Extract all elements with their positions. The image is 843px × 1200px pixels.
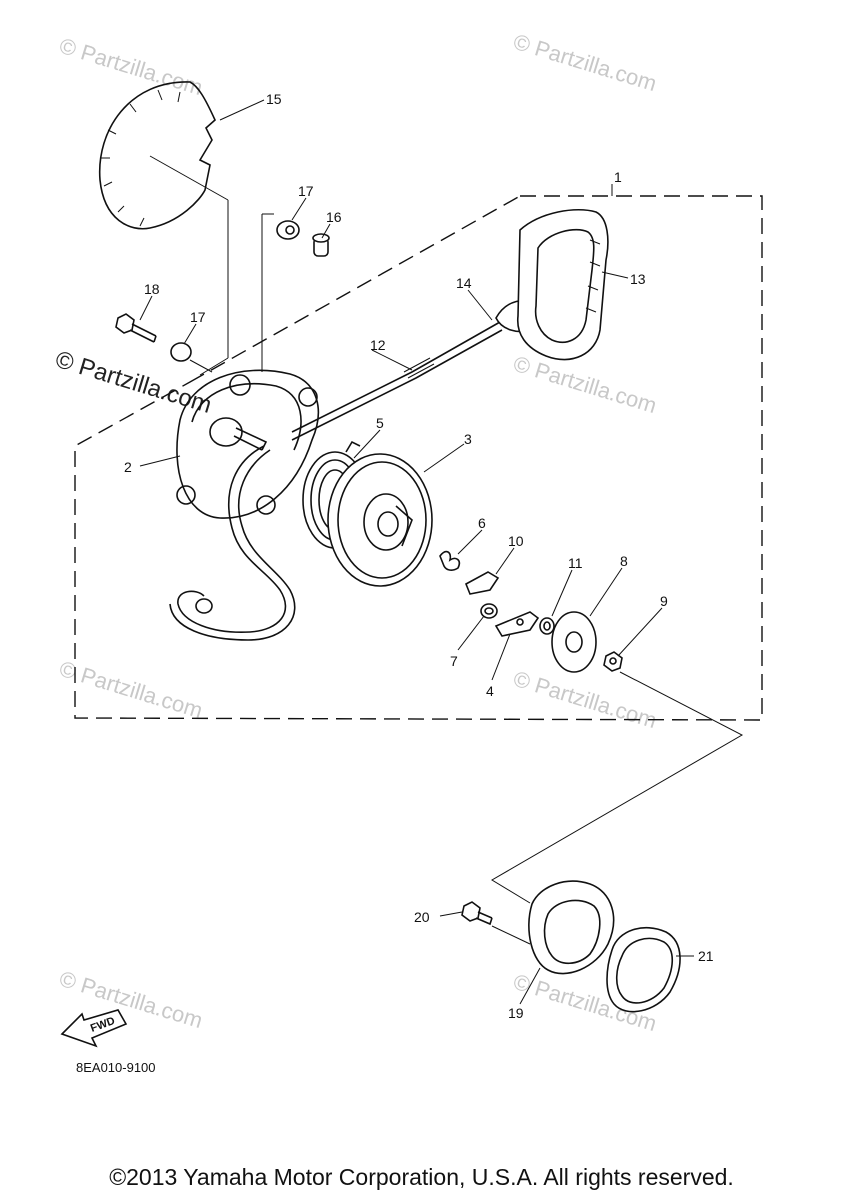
callouts: 1 2 3 4 5 6 7 8 9 10 11 12 13 14 15 16 1… [124,91,714,1021]
callout-10: 10 [508,533,524,549]
callout-12: 12 [370,337,386,353]
callout-15: 15 [266,91,282,107]
callout-5: 5 [376,415,384,431]
callout-1: 1 [614,169,622,185]
callout-17a: 17 [298,183,314,199]
fwd-arrow-icon: FWD [60,1009,128,1048]
callout-20: 20 [414,909,430,925]
callout-11: 11 [568,555,583,571]
part-21-gasket [606,926,681,1013]
callout-9: 9 [660,593,668,609]
callout-3: 3 [464,431,472,447]
callout-14: 14 [456,275,472,291]
part-20-bolt [461,901,493,926]
part-4-pawl [494,611,540,637]
watermark: © Partzilla.com [57,656,206,723]
part-15-decal [98,81,229,376]
part-18-bolt [115,313,157,343]
part-6-spring [439,550,461,571]
watermark: © Partzilla.com [511,29,660,96]
callout-18: 18 [144,281,160,297]
watermark: © Partzilla.com [511,351,660,418]
copyright-notice: ©2013 Yamaha Motor Corporation, U.S.A. A… [109,1164,734,1190]
callout-16: 16 [326,209,342,225]
part-13-handle [517,209,609,361]
part-19-cover [491,880,615,975]
callout-7: 7 [450,653,458,669]
watermark: © Partzilla.com [511,666,660,733]
connector-line [491,671,744,904]
callout-17b: 17 [190,309,206,325]
part-11-washer [539,617,555,635]
part-10-pawl [464,571,500,595]
assembly-boundary [74,195,763,721]
part-3-reel [327,453,433,587]
part-12-rope [291,321,503,441]
part-8-plate [551,611,597,673]
callout-13: 13 [630,271,646,287]
part-17-collar-top [261,213,300,372]
callout-6: 6 [478,515,486,531]
part-7-spring [480,603,498,619]
callout-21: 21 [698,948,714,964]
watermark: © Partzilla.com [57,33,206,100]
callout-2: 2 [124,459,132,475]
callout-8: 8 [620,553,628,569]
leader-lines [139,99,694,1005]
callout-19: 19 [508,1005,524,1021]
diagram-code: 8EA010-9100 [76,1060,156,1075]
callout-4: 4 [486,683,494,699]
part-17-collar-left [170,342,213,373]
part-2-case [169,369,320,641]
part-9-nut [603,651,623,672]
part-16-pin [312,233,330,257]
